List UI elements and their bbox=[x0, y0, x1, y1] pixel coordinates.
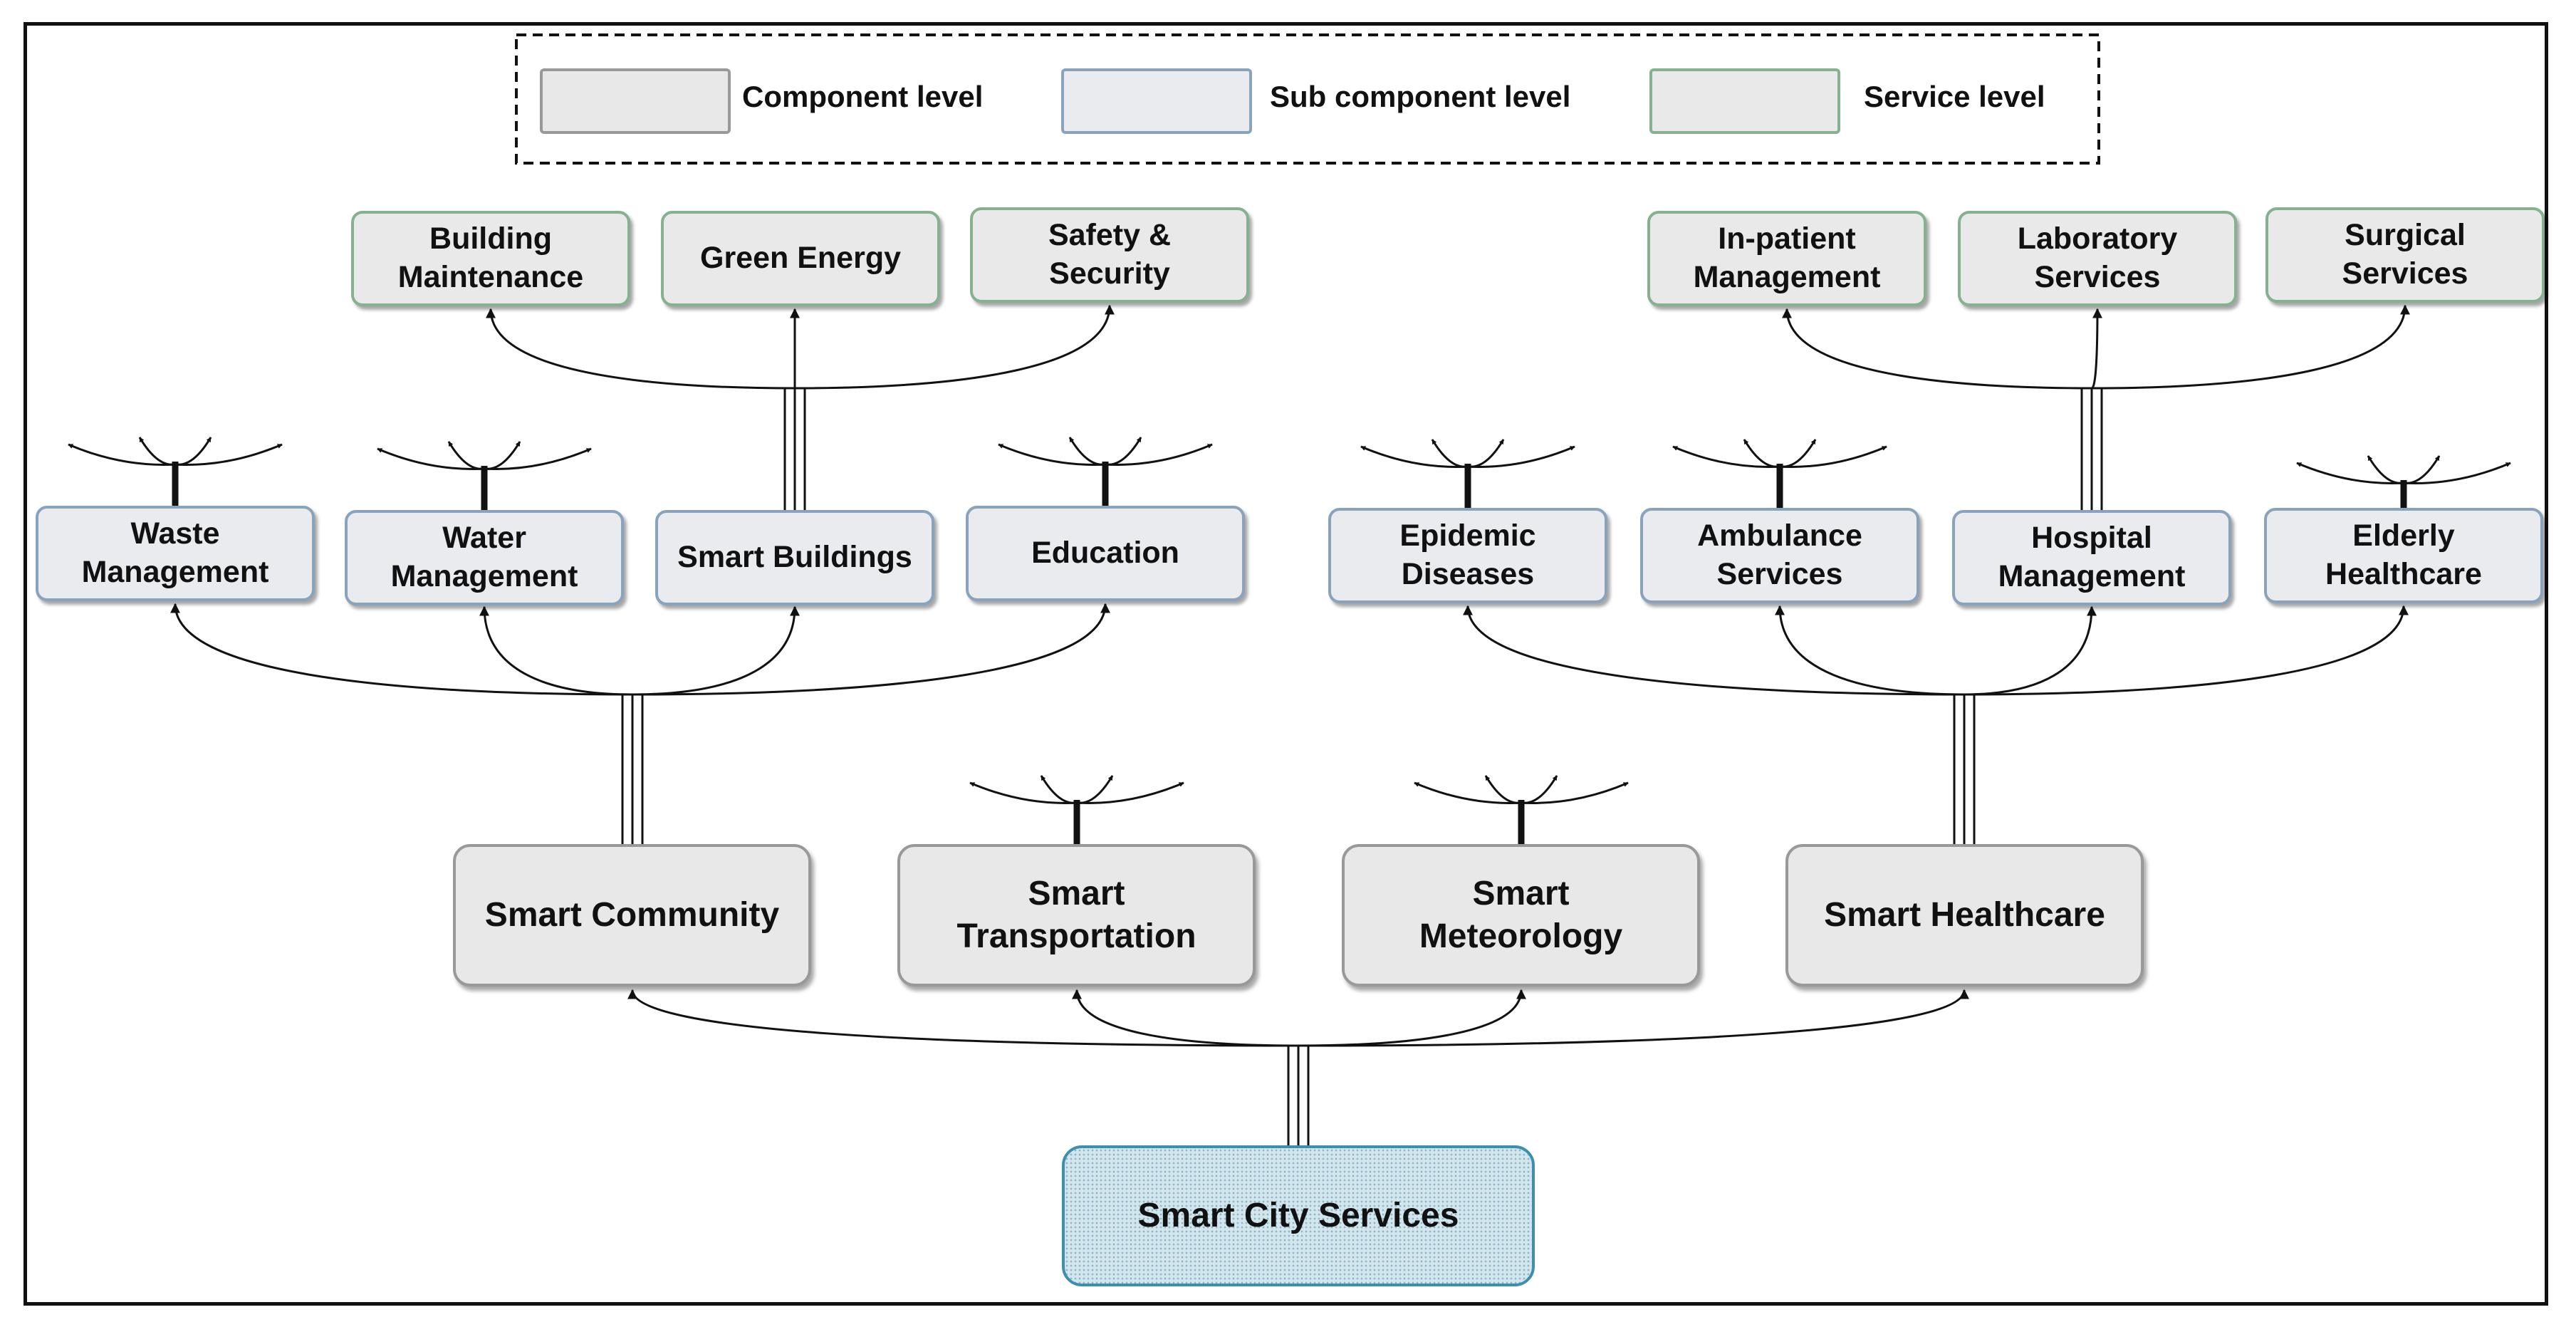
root-fan-arrow-3 bbox=[1298, 989, 1969, 1047]
sub-water-management: Water Management bbox=[345, 510, 624, 605]
sub-education: Education bbox=[966, 506, 1245, 601]
component-smart-community: Smart Community bbox=[453, 844, 811, 987]
legend-component-swatch bbox=[540, 68, 731, 134]
root-fan-arrow-1 bbox=[1072, 989, 1299, 1047]
buildings-fan-arrow-2 bbox=[794, 304, 1115, 390]
component-smart-healthcare: Smart Healthcare bbox=[1785, 844, 2144, 987]
sub-waste-management: Waste Management bbox=[36, 506, 315, 601]
elderly-stub-branch-1 bbox=[2367, 455, 2404, 484]
education-stub-branch-1 bbox=[1068, 437, 1106, 466]
education-stub-branch-0 bbox=[998, 443, 1106, 466]
buildings-fan-arrow-0 bbox=[486, 308, 796, 390]
ambulance-stub-branch-3 bbox=[1779, 445, 1887, 468]
community-fan-arrow-1 bbox=[479, 605, 633, 696]
service-building-maintenance: Building Maintenance bbox=[351, 211, 630, 306]
root-fan-arrow-0 bbox=[627, 989, 1299, 1047]
waste-stub-branch-3 bbox=[174, 443, 283, 466]
transportation-stub-branch-2 bbox=[1076, 775, 1114, 804]
waste-stub-branch-1 bbox=[138, 437, 176, 466]
sub-smart-buildings: Smart Buildings bbox=[655, 510, 934, 605]
legend-sub-component-swatch bbox=[1061, 68, 1252, 134]
community-fan-arrow-3 bbox=[632, 603, 1110, 696]
hospital-fan-arrow-2 bbox=[2091, 304, 2410, 390]
root-fan-arrow-2 bbox=[1298, 989, 1526, 1047]
ambulance-stub-branch-1 bbox=[1743, 439, 1780, 468]
legend-service-swatch bbox=[1649, 68, 1840, 134]
service-inpatient-management: In-patient Management bbox=[1647, 211, 1926, 306]
education-stub-branch-3 bbox=[1105, 443, 1213, 466]
legend-sub-component-label: Sub component level bbox=[1270, 80, 1571, 113]
sub-epidemic-diseases: Epidemic Diseases bbox=[1328, 508, 1607, 603]
waste-stub-branch-2 bbox=[174, 437, 212, 466]
meteorology-stub-branch-0 bbox=[1414, 781, 1522, 804]
legend-component-label: Component level bbox=[742, 80, 984, 113]
sub-elderly-healthcare: Elderly Healthcare bbox=[2264, 508, 2543, 603]
legend-service-label: Service level bbox=[1864, 80, 2045, 113]
hospital-fan-arrow-1 bbox=[2091, 308, 2102, 390]
transportation-stub-branch-1 bbox=[1040, 775, 1078, 804]
sub-ambulance-services: Ambulance Services bbox=[1640, 508, 1919, 603]
service-safety-security: Safety & Security bbox=[970, 207, 1249, 303]
transportation-stub-branch-3 bbox=[1076, 781, 1184, 804]
water-stub-branch-3 bbox=[484, 447, 592, 470]
transportation-stub-branch-0 bbox=[969, 781, 1078, 804]
epidemic-stub-branch-0 bbox=[1360, 445, 1469, 468]
elderly-stub-branch-0 bbox=[2296, 462, 2404, 484]
elderly-stub-branch-2 bbox=[2403, 455, 2441, 484]
service-green-energy: Green Energy bbox=[661, 211, 940, 306]
ambulance-stub-branch-0 bbox=[1672, 445, 1780, 468]
legend-border bbox=[515, 33, 2100, 165]
healthcare-fan-arrow-0 bbox=[1463, 605, 1965, 696]
meteorology-stub-branch-1 bbox=[1484, 775, 1522, 804]
component-smart-meteorology: Smart Meteorology bbox=[1342, 844, 1700, 987]
service-surgical-services: Surgical Services bbox=[2265, 207, 2545, 303]
education-stub-branch-2 bbox=[1105, 437, 1142, 466]
healthcare-fan-arrow-3 bbox=[1964, 605, 2409, 696]
diagram-frame bbox=[24, 22, 2548, 1306]
epidemic-stub-branch-3 bbox=[1467, 445, 1575, 468]
water-stub-branch-1 bbox=[447, 441, 485, 470]
healthcare-fan-arrow-2 bbox=[1964, 605, 2097, 696]
meteorology-stub-branch-2 bbox=[1521, 775, 1558, 804]
water-stub-branch-2 bbox=[484, 441, 521, 470]
waste-stub-branch-0 bbox=[68, 443, 176, 466]
elderly-stub-branch-3 bbox=[2403, 462, 2511, 484]
water-stub-branch-0 bbox=[377, 447, 485, 470]
ambulance-stub-branch-2 bbox=[1779, 439, 1817, 468]
epidemic-stub-branch-2 bbox=[1467, 439, 1505, 468]
meteorology-stub-branch-3 bbox=[1521, 781, 1629, 804]
hospital-fan-arrow-0 bbox=[1782, 308, 2092, 390]
epidemic-stub-branch-1 bbox=[1431, 439, 1469, 468]
service-laboratory-services: Laboratory Services bbox=[1958, 211, 2237, 306]
healthcare-fan-arrow-1 bbox=[1775, 605, 1965, 696]
component-smart-transportation: Smart Transportation bbox=[897, 844, 1256, 987]
root-smart-city-services: Smart City Services bbox=[1062, 1145, 1535, 1286]
community-fan-arrow-2 bbox=[632, 605, 800, 696]
community-fan-arrow-0 bbox=[170, 603, 633, 696]
sub-hospital-management: Hospital Management bbox=[1952, 510, 2231, 605]
